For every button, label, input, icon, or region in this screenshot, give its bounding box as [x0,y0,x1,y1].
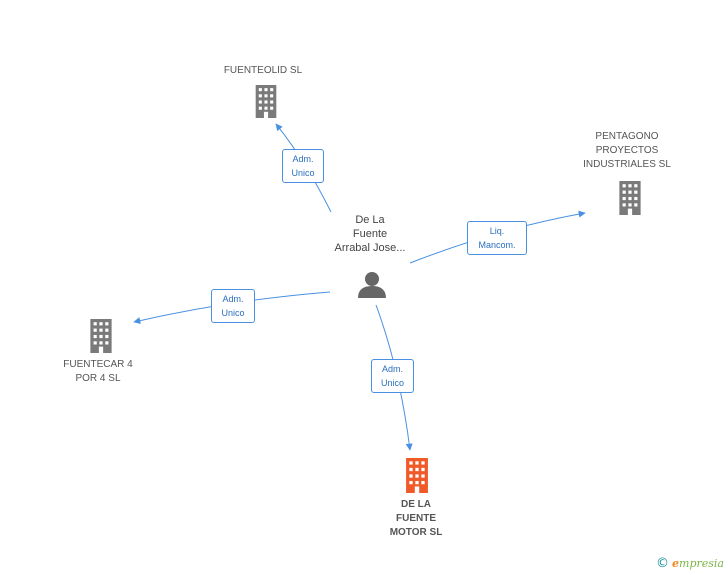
edge-label-fuenteolid: Adm. Unico [282,149,324,183]
edge-label-fuentecar: Adm. Unico [211,289,255,323]
company-label-fuentecar[interactable]: FUENTECAR 4 POR 4 SL [63,359,133,384]
edge-label-pentagono: Liq. Mancom. [467,221,527,255]
person-icon [358,272,386,298]
building-icon-pentagono [619,181,641,215]
brand-name: mpresia [679,557,724,570]
company-label-fuenteolid[interactable]: FUENTEOLID SL [223,65,303,76]
empresia-logo[interactable]: ©empresia [656,556,724,571]
copyright-symbol: © [656,556,670,571]
edge-label-delafuente-motor: Adm. Unico [371,359,414,393]
building-icon-fuentecar [90,319,112,353]
building-icon-delafuente-motor [406,458,428,493]
person-label[interactable]: De La Fuente Arrabal Jose... [334,214,406,254]
brand-initial: e [672,557,680,570]
company-label-pentagono[interactable]: PENTAGONO PROYECTOS INDUSTRIALES SL [583,131,671,170]
company-label-delafuente-motor[interactable]: DE LA FUENTE MOTOR SL [389,499,443,538]
building-icon-fuenteolid [255,85,277,118]
